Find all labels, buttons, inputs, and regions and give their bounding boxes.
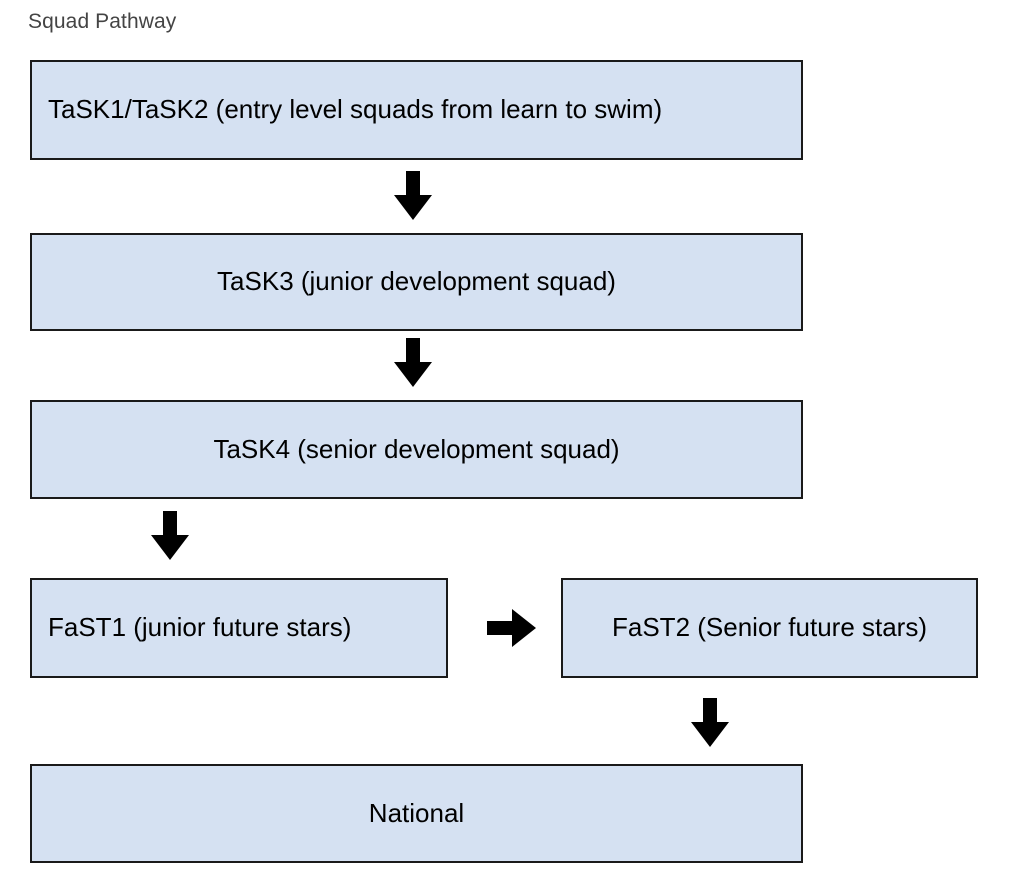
page-title: Squad Pathway xyxy=(28,10,177,33)
arrow-down-task4-to-fast1 xyxy=(150,511,190,561)
node-national[interactable]: National xyxy=(30,764,803,863)
arrow-down-task12-to-task3 xyxy=(393,171,433,221)
node-task1-task2[interactable]: TaSK1/TaSK2 (entry level squads from lea… xyxy=(30,60,803,160)
node-fast2[interactable]: FaST2 (Senior future stars) xyxy=(561,578,978,678)
node-task4[interactable]: TaSK4 (senior development squad) xyxy=(30,400,803,499)
arrow-down-fast2-to-national xyxy=(690,698,730,748)
node-task3[interactable]: TaSK3 (junior development squad) xyxy=(30,233,803,331)
node-fast1[interactable]: FaST1 (junior future stars) xyxy=(30,578,448,678)
arrow-right-fast1-to-fast2 xyxy=(487,608,537,648)
arrow-down-task3-to-task4 xyxy=(393,338,433,388)
